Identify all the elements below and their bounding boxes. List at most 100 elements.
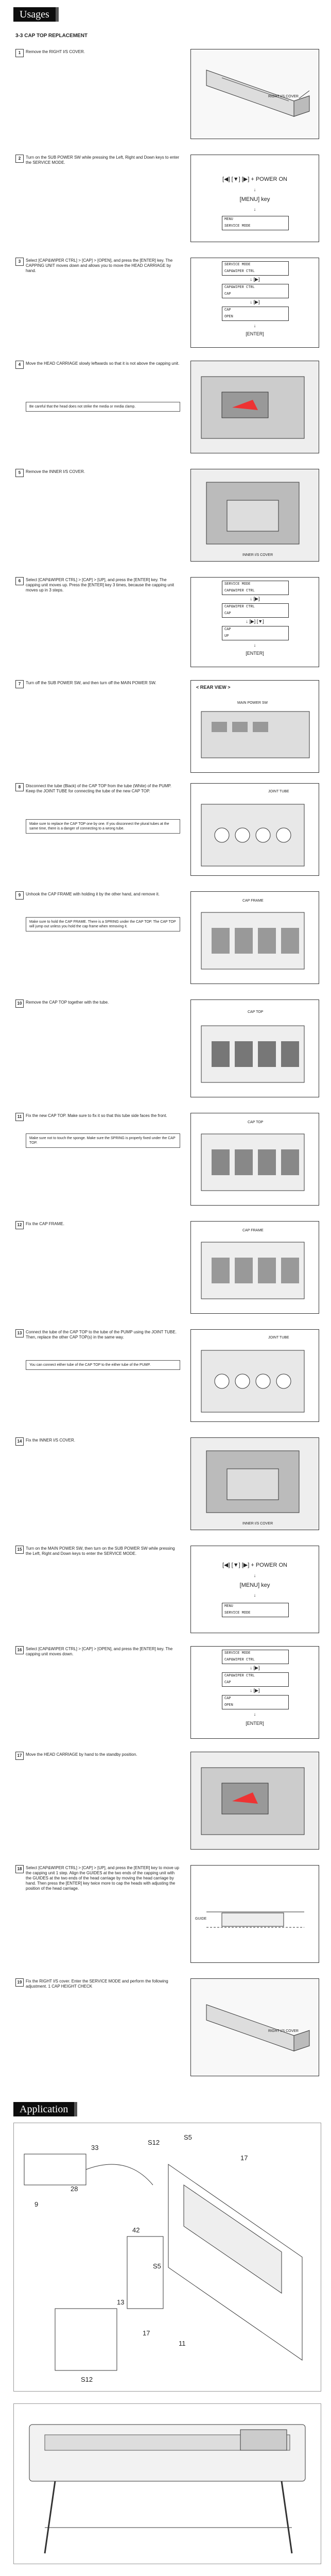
step-8: 8 Disconnect the tube (Black) of the CAP…: [15, 783, 324, 881]
figure-caption: RIGHT I/S COVER: [268, 2029, 299, 2033]
step-text: Move the HEAD CARRIAGE slowly leftwards …: [26, 361, 180, 366]
step-2: 2 Turn on the SUB POWER SW while pressin…: [15, 155, 324, 247]
step-text: Remove the RIGHT I/S COVER.: [26, 49, 85, 54]
exploded-parts-diagram: 9 28 33 S12 S5 17 42 S5 13 S12 17 11: [13, 2123, 321, 2392]
step-number: 18: [15, 1865, 24, 1873]
step-15: 15 Turn on the MAIN POWER SW, then turn …: [15, 1546, 324, 1638]
step-number: 6: [15, 577, 24, 585]
figure-head-carriage: [190, 361, 319, 453]
figure-new-cap-top: CAP TOP: [190, 1113, 319, 1206]
section-title: 3-3 CAP TOP REPLACEMENT: [15, 33, 88, 39]
step-text: Unhook the CAP FRAME with holding it by …: [26, 892, 160, 896]
figure-caption: CAP TOP: [248, 1121, 264, 1124]
step-text: Connect the tube of the CAP TOP to the t…: [26, 1330, 177, 1340]
figure-rear-view: < REAR VIEW > MAIN POWER SW: [190, 680, 319, 773]
step-text: Select [CAP&WIPER CTRL] > [CAP] > [OPEN]…: [26, 1647, 173, 1656]
figure-cap-frame: CAP FRAME: [190, 891, 319, 984]
step-19: 19 Fix the RIGHT I/S cover. Enter the SE…: [15, 1978, 324, 2081]
figure-caption: JOINT TUBE: [268, 1336, 289, 1340]
step-text: Fix the new CAP TOP. Make sure to fix it…: [26, 1113, 167, 1118]
figure-fix-cap-frame: CAP FRAME: [190, 1221, 319, 1314]
application-banner: Application: [13, 2102, 78, 2116]
caution-note: Make sure to hold the CAP FRAME. There i…: [26, 917, 180, 931]
figure-joint-tube: JOINT TUBE: [190, 783, 319, 876]
figure-cap-top: CAP TOP: [190, 999, 319, 1097]
step-4: 4 Move the HEAD CARRIAGE slowly leftward…: [15, 361, 324, 459]
step-10: 10 Remove the CAP TOP together with the …: [15, 999, 324, 1103]
step-number: 1: [15, 49, 24, 57]
flow-arrow: ↓: [253, 207, 256, 212]
usages-banner: Usages: [13, 7, 59, 22]
figure-standby: [190, 1752, 319, 1850]
step-13: 13 Connect the tube of the CAP TOP to th…: [15, 1329, 324, 1427]
step-9: 9 Unhook the CAP FRAME with holding it b…: [15, 891, 324, 989]
step-number: 8: [15, 783, 24, 791]
step-12: 12 Fix the CAP FRAME. CAP FRAME: [15, 1221, 324, 1319]
step-number: 14: [15, 1437, 24, 1446]
step-number: 13: [15, 1329, 24, 1337]
figure-caption: RIGHT I/S COVER: [268, 95, 299, 98]
step-number: 16: [15, 1646, 24, 1654]
key-flow-panel: [◀] [▼] [▶] + POWER ON ↓ [MENU] key ↓ ME…: [190, 1546, 319, 1633]
step-text: Disconnect the tube (Black) of the CAP T…: [26, 784, 171, 793]
step-number: 3: [15, 258, 24, 266]
step-number: 12: [15, 1221, 24, 1229]
step-text: Select [CAP&WIPER CTRL] > [CAP] > [UP], …: [26, 578, 175, 592]
step-text: Fix the CAP FRAME.: [26, 1222, 64, 1226]
figure-right-is-cover: RIGHT I/S COVER: [190, 49, 319, 139]
rear-view-label: < REAR VIEW >: [196, 685, 231, 690]
figure-caption: INNER I/S COVER: [242, 553, 273, 557]
figure-caption: GUIDE: [195, 1917, 207, 1921]
step-17: 17 Move the HEAD CARRIAGE by hand to the…: [15, 1752, 324, 1855]
figure-caption: MAIN POWER SW: [237, 701, 268, 705]
step-number: 7: [15, 680, 24, 688]
step-11: 11 Fix the new CAP TOP. Make sure to fix…: [15, 1113, 324, 1211]
step-text: Remove the CAP TOP together with the tub…: [26, 1000, 109, 1005]
figure-fix-right-cover: RIGHT I/S COVER: [190, 1978, 319, 2076]
step-number: 15: [15, 1546, 24, 1554]
step-number: 11: [15, 1113, 24, 1121]
step-text: Move the HEAD CARRIAGE by hand to the st…: [26, 1752, 137, 1757]
step-text: Fix the RIGHT I/S cover. Enter the SERVI…: [26, 1979, 168, 1989]
printer-front-view: [13, 2403, 321, 2564]
step-7: 7 Turn off the SUB POWER SW, and then tu…: [15, 680, 324, 773]
caution-note: Make sure to replace the CAP TOP one by …: [26, 819, 180, 834]
figure-caption: INNER I/S COVER: [242, 1522, 273, 1526]
figure-caption: CAP TOP: [248, 1010, 264, 1014]
caution-note: You can connect either tube of the CAP T…: [26, 1360, 180, 1370]
step-5: 5 Remove the INNER I/S COVER. INNER I/S …: [15, 469, 324, 567]
key-flow-panel: [◀] [▼] [▶] + POWER ON ↓ [MENU] key ↓ ME…: [190, 155, 319, 242]
step-number: 19: [15, 1978, 24, 1987]
printer-side-illustration: [206, 70, 310, 117]
enter-key: [ENTER]: [246, 331, 264, 336]
step-text: Fix the INNER I/S COVER.: [26, 1438, 76, 1443]
figure-inner-cover: INNER I/S COVER: [190, 469, 319, 562]
caution-note: Be careful that the head does not strike…: [26, 402, 180, 412]
enter-key: [ENTER]: [246, 651, 264, 656]
step-3: 3 Select [CAP&WIPER CTRL] > [CAP] > [OPE…: [15, 258, 324, 350]
step-6: 6 Select [CAP&WIPER CTRL] > [CAP] > [UP]…: [15, 577, 324, 670]
key-combo: [◀] [▼] [▶] + POWER ON: [222, 176, 287, 182]
step-number: 2: [15, 155, 24, 163]
step-number: 10: [15, 999, 24, 1008]
step-text: Turn on the SUB POWER SW while pressing …: [26, 155, 180, 165]
figure-caption: CAP FRAME: [242, 1229, 264, 1232]
step-text: Turn on the MAIN POWER SW, then turn on …: [26, 1546, 175, 1556]
figure-connect-tube: JOINT TUBE: [190, 1329, 319, 1422]
flow-arrow: ↓: [253, 187, 256, 192]
step-text: Select [CAP&WIPER CTRL] > [CAP] > [UP], …: [26, 1866, 179, 1891]
step-1: 1 Remove the RIGHT I/S COVER. RIGHT I/S …: [15, 49, 324, 147]
figure-fix-inner-cover: INNER I/S COVER: [190, 1437, 319, 1530]
enter-key: [ENTER]: [246, 1721, 264, 1726]
step-number: 4: [15, 361, 24, 369]
step-text: Select [CAP&WIPER CTRL] > [CAP] > [OPEN]…: [26, 258, 173, 273]
step-number: 9: [15, 891, 24, 900]
step-text: Turn off the SUB POWER SW, and then turn…: [26, 681, 156, 685]
